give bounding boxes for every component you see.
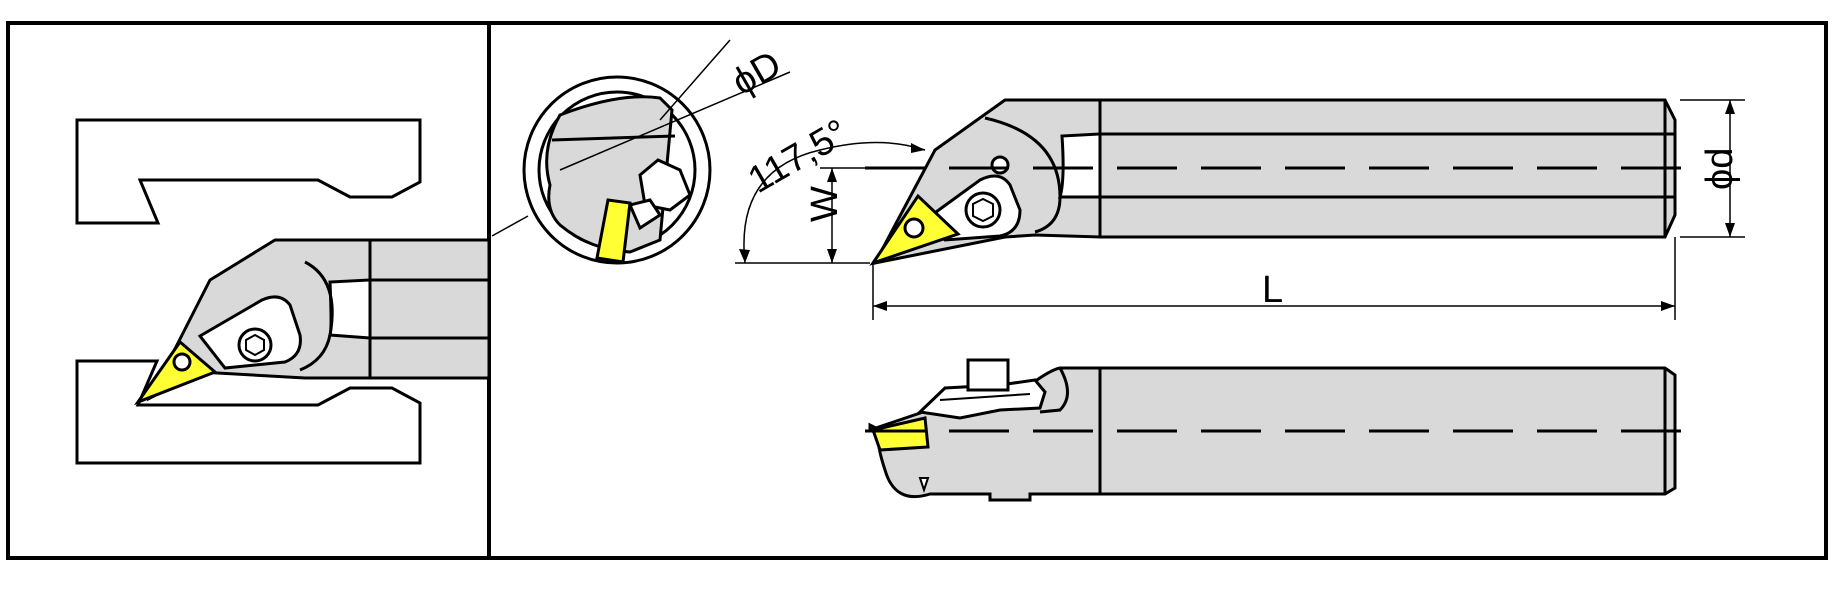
detail-view: ϕD: [491, 39, 791, 265]
detail-leader: [491, 215, 529, 237]
workpiece-lower: [75, 359, 422, 465]
workpiece-upper: [75, 118, 422, 225]
insert-top-hole: [903, 217, 925, 239]
clamp-top-pin: [990, 155, 1010, 175]
dim-W-arrow-top: [827, 168, 837, 182]
head-collar-left: [299, 260, 334, 372]
clamp-side-screw-head: [966, 358, 1010, 392]
detail-clamp-lower: [627, 198, 663, 231]
detail-groove: [551, 134, 676, 142]
dim-angle-arc: [743, 141, 926, 264]
insert-hole-left: [172, 352, 192, 372]
clamp-side-line: [939, 393, 1031, 401]
head-side-collar: [1039, 367, 1069, 414]
label-W: W: [804, 186, 846, 222]
side-view: [865, 358, 1700, 502]
clamp-top-screw-hex: [972, 197, 994, 223]
head-top-collar: [984, 116, 1062, 234]
application-view: [75, 118, 491, 465]
label-L: L: [1262, 269, 1283, 311]
dim-angle-arrow-start: [739, 249, 750, 263]
dim-phiD-line: [559, 71, 791, 171]
insert-left: [133, 339, 218, 406]
dim-phid-arrow-bottom: [1725, 223, 1735, 237]
dim-W-arrow-bottom: [827, 249, 837, 263]
dim-phid-arrow-top: [1725, 100, 1735, 114]
label-phid: ϕd: [1699, 148, 1741, 190]
coolant-hole: [918, 477, 930, 494]
clamp-side: [916, 378, 1047, 420]
dim-angle-arrow-end: [911, 143, 925, 153]
dim-L-arrow-right: [1661, 301, 1675, 311]
insert-side: [871, 416, 930, 452]
shank-left: [368, 238, 491, 380]
clamp-screw-hex-left: [245, 333, 265, 357]
dim-phiD-ext: [659, 39, 731, 121]
detail-insert: [595, 198, 632, 264]
dim-L-arrow-left: [873, 301, 887, 311]
